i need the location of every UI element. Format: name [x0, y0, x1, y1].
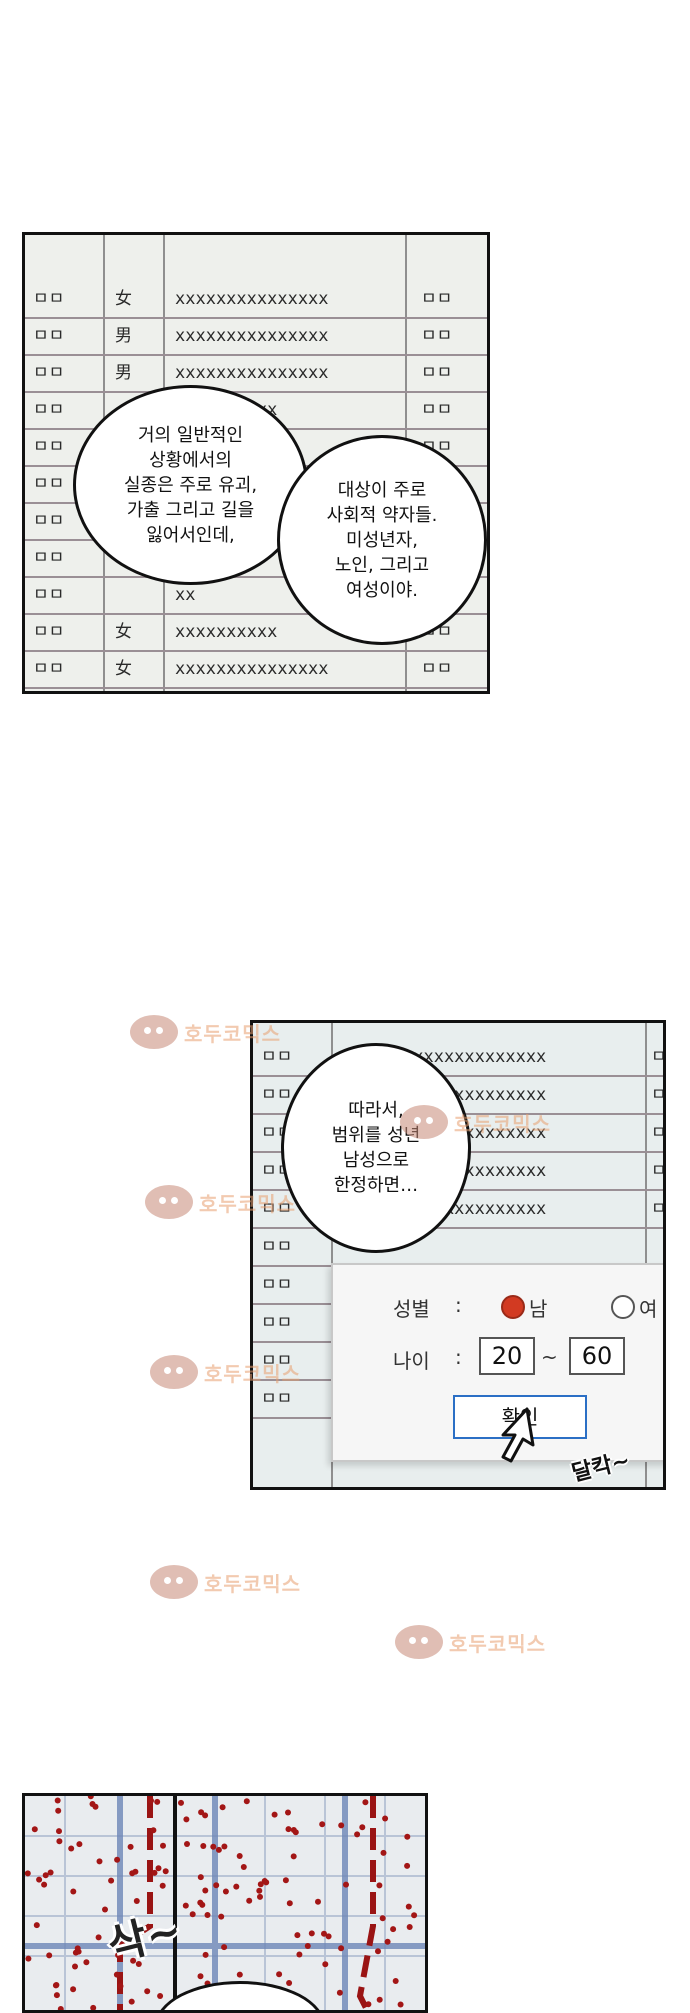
age-tilde: ~ — [541, 1345, 558, 1369]
speech-bubble: 따라서, 범위를 성년 남성으로 한정하면… — [281, 1043, 471, 1253]
age-to-input[interactable]: 60 — [569, 1337, 625, 1375]
table-cell-code: xxxxxxxxxxxxxxx — [175, 289, 329, 309]
table-cell-sex: 男 — [115, 363, 132, 383]
male-radio[interactable] — [501, 1295, 525, 1319]
watermark-logo-icon — [145, 1185, 193, 1219]
watermark: 호두코믹스 — [150, 1355, 301, 1389]
table-cell-code: xxxxxxxxxx — [175, 622, 278, 642]
watermark-logo-icon — [395, 1625, 443, 1659]
table-cell-code: xxxxxxxxxxxxxx — [403, 1047, 547, 1067]
table-cell-id: ㅁㅁ — [33, 326, 65, 346]
table-cell-id: ㅁㅁ — [261, 1351, 293, 1371]
watermark-logo-icon — [130, 1015, 178, 1049]
table-cell-sex: 女 — [115, 659, 132, 679]
table-row: ㅁㅁ 女 xxxxxxxxxxxxxxx ㅁㅁ — [25, 651, 487, 689]
table-cell-id: ㅁㅁ — [33, 548, 65, 568]
watermark-logo-icon — [150, 1565, 198, 1599]
table-row: ㅁㅁ 男 xxxxxxxxxxxxxxx ㅁㅁ — [25, 355, 487, 393]
table-cell-id: ㅁㅁ — [261, 1047, 293, 1067]
watermark: 호두코믹스 — [130, 1015, 281, 1049]
table-cell-code: xx — [175, 585, 196, 605]
female-label: 여 — [639, 1297, 658, 1321]
table-cell-tail: ㅁ — [651, 1123, 666, 1143]
gender-colon: : — [455, 1293, 462, 1317]
table-cell-sex: 男 — [115, 326, 132, 346]
table-cell-id: ㅁㅁ — [261, 1275, 293, 1295]
table-cell-id: ㅁㅁ — [33, 363, 65, 383]
table-cell-id: ㅁㅁ — [33, 437, 65, 457]
table-cell-code: xxxxxxxxxxxxxxx — [175, 659, 329, 679]
age-from-input[interactable]: 20 — [479, 1337, 535, 1375]
table-cell-tail: ㅁㅁ — [421, 289, 453, 309]
table-cell-tail: ㅁㅁ — [421, 400, 453, 420]
speech-bubble-left: 거의 일반적인 상황에서의 실종은 주로 유괴, 가출 그리고 길을 잃어서인데… — [73, 385, 308, 585]
table-cell-id: ㅁㅁ — [33, 659, 65, 679]
table-cell-tail: ㅁ — [651, 1085, 666, 1105]
table-cell-id: ㅁㅁ — [33, 289, 65, 309]
table-cell-tail: ㅁㅁ — [421, 363, 453, 383]
table-cell-code: xxxxxxxxxxxxxxx — [175, 326, 329, 346]
table-cell-tail: ㅁ — [651, 1047, 666, 1067]
table-cell-tail: ㅁㅁ — [421, 326, 453, 346]
table-row: ㅁㅁ 男 xxxxxxxxxxxxxxx ㅁㅁ — [25, 318, 487, 356]
watermark-logo-icon — [400, 1105, 448, 1139]
city-map — [25, 1796, 425, 2010]
table-cell-code: xxxxxxxxxxxxxxx — [175, 363, 329, 383]
table-cell-id: ㅁㅁ — [261, 1085, 293, 1105]
table-cell-sex: 女 — [115, 289, 132, 309]
column-divider — [331, 1023, 333, 1487]
table-cell-tail: ㅁ — [651, 1199, 666, 1219]
table-cell-id: ㅁㅁ — [261, 1199, 293, 1219]
table-row: ㅁㅁ — [253, 1229, 663, 1267]
table-cell-id: ㅁㅁ — [33, 622, 65, 642]
speech-bubble-right: 대상이 주로 사회적 약자들. 미성년자, 노인, 그리고 여성이야. — [277, 435, 487, 645]
watermark: 호두코믹스 — [150, 1565, 301, 1599]
table-row: ㅁㅁ 女 xxxxxxxxxxxxxxx ㅁㅁ — [25, 281, 487, 319]
male-label: 남 — [529, 1297, 548, 1321]
watermark: 호두코믹스 — [145, 1185, 296, 1219]
gender-label: 성별 — [393, 1297, 430, 1321]
table-cell-id: ㅁㅁ — [33, 400, 65, 420]
panel-3-map: 삭~ — [22, 1793, 428, 2013]
table-cell-id: ㅁㅁ — [33, 511, 65, 531]
female-radio[interactable] — [611, 1295, 635, 1319]
table-cell-id: ㅁㅁ — [33, 474, 65, 494]
table-cell-tail: ㅁㅁ — [421, 659, 453, 679]
watermark: 호두코믹스 — [400, 1105, 551, 1139]
watermark: 호두코믹스 — [395, 1625, 546, 1659]
watermark-logo-icon — [150, 1355, 198, 1389]
table-row: ㅁㅁ xxxxxxxxxxxxxx ㅁ — [253, 1039, 663, 1077]
table-cell-id: ㅁㅁ — [261, 1389, 293, 1409]
age-label: 나이 — [393, 1349, 430, 1373]
table-cell-id: ㅁㅁ — [261, 1313, 293, 1333]
column-divider — [645, 1023, 647, 1487]
table-cell-id: ㅁㅁ — [33, 585, 65, 605]
age-colon: : — [455, 1345, 462, 1369]
cursor-arrow-icon — [501, 1407, 535, 1463]
table-cell-sex: 女 — [115, 622, 132, 642]
table-cell-tail: ㅁ — [651, 1161, 666, 1181]
table-cell-id: ㅁㅁ — [261, 1237, 293, 1257]
